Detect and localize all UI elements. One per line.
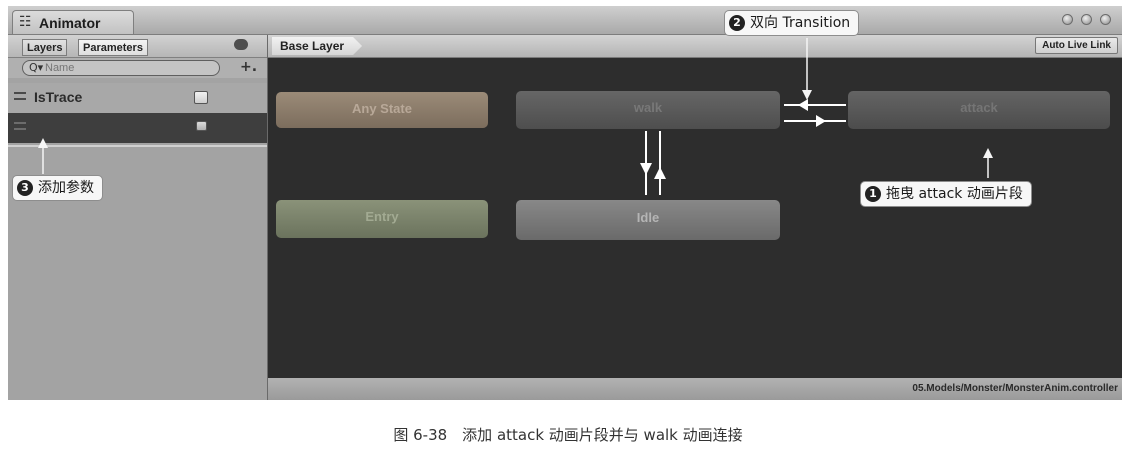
callout-badge: 3 (17, 180, 33, 196)
auto-live-link-button[interactable]: Auto Live Link (1035, 37, 1118, 54)
transition-walk-idle[interactable] (640, 131, 652, 195)
search-icon: Q▾ (29, 61, 44, 74)
tab-layers[interactable]: Layers (22, 39, 68, 56)
window-title: Animator (39, 15, 101, 31)
window-minimize-button[interactable] (1081, 14, 1092, 25)
search-input[interactable] (45, 61, 205, 75)
add-parameter-button[interactable]: +. (240, 59, 258, 75)
left-panel-toolbar: Layers Parameters (8, 35, 267, 58)
window-close-button[interactable] (1100, 14, 1111, 25)
callout-text: 拖曳 attack 动画片段 (886, 186, 1023, 202)
parameter-name[interactable]: IsTrace (34, 89, 83, 105)
figure-caption: 图 6-38 添加 attack 动画片段并与 walk 动画连接 (393, 426, 743, 444)
state-walk[interactable]: walk (516, 91, 780, 129)
parameter-bool-checkbox[interactable] (194, 91, 208, 104)
callout-text: 双向 Transition (750, 15, 851, 31)
transition-walk-attack[interactable] (784, 99, 846, 111)
drag-handle-icon[interactable] (14, 92, 26, 100)
state-attack[interactable]: attack (848, 91, 1110, 129)
search-row: Q▾ +. (8, 58, 267, 78)
state-any-state[interactable]: Any State (276, 92, 488, 128)
parameter-row-new[interactable] (8, 113, 267, 143)
callout-badge: 1 (865, 186, 881, 202)
tab-parameters[interactable]: Parameters (78, 39, 148, 56)
state-entry[interactable]: Entry (276, 200, 488, 238)
callout-badge: 2 (729, 15, 745, 31)
left-panel: Layers Parameters Q▾ +. IsTrace (8, 35, 268, 400)
animator-window: ☷ Animator Layers Parameters Q▾ +. IsTra… (8, 6, 1122, 400)
callout-add-parameter: 3 添加参数 (12, 175, 103, 201)
state-graph[interactable]: Base Layer Auto Live Link Any State walk… (268, 35, 1122, 400)
asset-path: 05.Models/Monster/MonsterAnim.controller (912, 383, 1118, 394)
breadcrumb-base-layer[interactable]: Base Layer (272, 37, 362, 55)
state-idle[interactable]: Idle (516, 200, 780, 240)
animator-tab[interactable]: ☷ Animator (12, 10, 134, 34)
row-divider (8, 145, 267, 147)
transitions-layer (640, 99, 846, 195)
callout-bidirectional-transition: 2 双向 Transition (724, 10, 860, 36)
eye-icon[interactable] (234, 39, 248, 50)
graph-toolbar: Base Layer Auto Live Link (268, 35, 1122, 58)
callout-drag-attack-clip: 1 拖曳 attack 动画片段 (860, 181, 1032, 207)
transition-attack-walk[interactable] (784, 115, 846, 127)
transition-idle-walk[interactable] (654, 131, 666, 195)
graph-status-bar: 05.Models/Monster/MonsterAnim.controller (268, 378, 1122, 400)
window-titlebar: ☷ Animator (8, 6, 1122, 35)
parameter-bool-checkbox[interactable] (196, 121, 207, 131)
parameter-row[interactable]: IsTrace (8, 83, 267, 113)
animator-icon: ☷ (19, 14, 32, 30)
drag-handle-icon[interactable] (14, 122, 26, 130)
callout-text: 添加参数 (38, 180, 94, 196)
window-options-button[interactable] (1062, 14, 1073, 25)
search-field[interactable]: Q▾ (22, 60, 220, 76)
